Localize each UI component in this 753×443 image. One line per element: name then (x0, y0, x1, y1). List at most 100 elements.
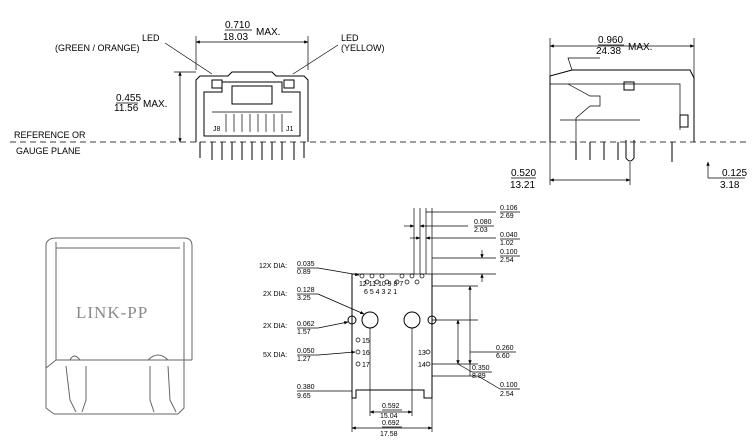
d0350-in: 0.350 (472, 365, 490, 372)
hole-8 (409, 273, 415, 279)
hole2b-in: 0.062 (297, 321, 315, 328)
hole5-in: 0.050 (297, 348, 315, 355)
side-window-top (623, 81, 635, 91)
fp-0040-in: 0.040 (500, 232, 518, 239)
led-left-line1: LED (142, 33, 160, 43)
shield-hole-left (347, 315, 357, 325)
iso-top-edge (45, 237, 193, 360)
offset-mm: 13.21 (510, 180, 535, 191)
iso-leg-right (149, 366, 155, 413)
led-hole-14 (425, 361, 431, 367)
led-left-line2: (GREEN / ORANGE) (55, 43, 140, 53)
hole12-mm: 0.89 (297, 269, 311, 276)
fp-pins-bottom-row: 6 5 4 3 2 1 (364, 289, 397, 296)
hole-2 (404, 279, 410, 285)
d0100b-in: 0.100 (500, 382, 518, 389)
front-view: 0.710 18.03 MAX. LED (GREEN / ORANGE) LE… (55, 20, 385, 160)
hole-7 (419, 273, 425, 279)
iso-right-face (183, 242, 192, 361)
fp-0040-mm: 1.02 (500, 240, 514, 247)
led-hole-13 (425, 349, 431, 355)
fp-pin17: 17 (362, 362, 370, 369)
led-left-leader (164, 42, 213, 75)
d0100b-leader (477, 375, 501, 390)
pin-label-j1: J1 (286, 126, 294, 133)
iso-leg-right-outer (177, 360, 185, 415)
height-in: 0.455 (116, 93, 141, 104)
fp-0106-in: 0.106 (500, 205, 518, 212)
hole2a-prefix: 2X DIA: (263, 291, 287, 298)
front-body-outline (195, 71, 309, 142)
fp-0106-mm: 2.69 (500, 213, 514, 220)
latch-slot (231, 85, 273, 105)
hole-1 (414, 279, 420, 285)
iso-view: LINK-PP (45, 237, 193, 415)
d0592-mm: 15.04 (380, 413, 398, 420)
led-hole-16 (355, 349, 361, 355)
led-right-line2: (YELLOW) (341, 43, 385, 53)
fp-outline (351, 274, 433, 399)
fp-pins-top-row: 12 11 10 9 8 7 (359, 281, 403, 288)
length-suffix: MAX. (628, 42, 652, 53)
fp-signal-holes (359, 273, 425, 285)
pin-mm: 3.18 (720, 180, 740, 191)
fp-pin14: 14 (418, 362, 426, 369)
d0592-in: 0.592 (382, 403, 400, 410)
d0260-mm: 6.60 (496, 353, 510, 360)
d0380-in: 0.380 (297, 384, 315, 391)
rj45-opening (203, 81, 301, 137)
length-in: 0.960 (598, 35, 623, 46)
d0692-mm: 17.58 (380, 431, 398, 438)
hole2a-mm: 3.25 (297, 295, 311, 302)
hole-6 (364, 279, 370, 285)
side-inner-shape (567, 83, 601, 142)
led-right-leader (292, 44, 339, 75)
width-suffix: MAX. (256, 27, 280, 38)
hole2b-prefix: 2X DIA: (263, 323, 287, 330)
hole2a-in: 0.128 (297, 287, 315, 294)
ref-line2: GAUGE PLANE (16, 146, 81, 156)
front-pins (199, 142, 305, 160)
d0260-in: 0.260 (496, 345, 514, 352)
hole-5 (374, 279, 380, 285)
side-inner-line (550, 83, 681, 130)
pin-label-j8: J8 (213, 126, 221, 133)
hole-3 (394, 279, 400, 285)
mount-hole-left (361, 311, 379, 329)
iso-leg-left-outer (45, 366, 55, 415)
d0100b-mm: 2.54 (500, 391, 514, 398)
hole-12 (359, 273, 365, 279)
height-suffix: MAX. (143, 99, 167, 110)
d0380-mm: 9.65 (297, 393, 311, 400)
iso-leg-right-top (147, 354, 169, 361)
hole5-prefix: 5X DIA: (263, 352, 287, 359)
hole-10 (379, 273, 385, 279)
led-left-window (211, 79, 223, 89)
fp-pin16: 16 (362, 350, 370, 357)
hole12-leader (317, 267, 360, 277)
contact-fingers (225, 114, 283, 132)
led-hole-17 (355, 361, 361, 367)
hole-9 (399, 273, 405, 279)
iso-left-face (45, 244, 57, 370)
fp-0100a-mm: 2.54 (500, 257, 514, 264)
iso-leg-left-2 (81, 366, 87, 413)
side-window-bottom (679, 114, 689, 128)
hole5-mm: 1.27 (297, 356, 311, 363)
hole12-in: 0.035 (297, 261, 315, 268)
iso-leg-left (65, 365, 77, 413)
hole-11 (369, 273, 375, 279)
width-in: 0.710 (225, 20, 250, 31)
iso-leg-right-2 (167, 365, 177, 413)
iso-leg-left-top (69, 355, 81, 361)
hole-4 (384, 279, 390, 285)
hole2a-leader (317, 293, 365, 315)
d0692-in: 0.692 (382, 420, 400, 427)
fp-pin13: 13 (418, 350, 426, 357)
led-right-line1: LED (341, 33, 359, 43)
led-hole-15 (355, 337, 361, 343)
footprint: 0.106 2.69 0.080 2.03 0.040 1.02 0.100 2… (259, 205, 520, 438)
width-mm: 18.03 (223, 32, 248, 43)
length-mm: 24.38 (596, 46, 621, 57)
